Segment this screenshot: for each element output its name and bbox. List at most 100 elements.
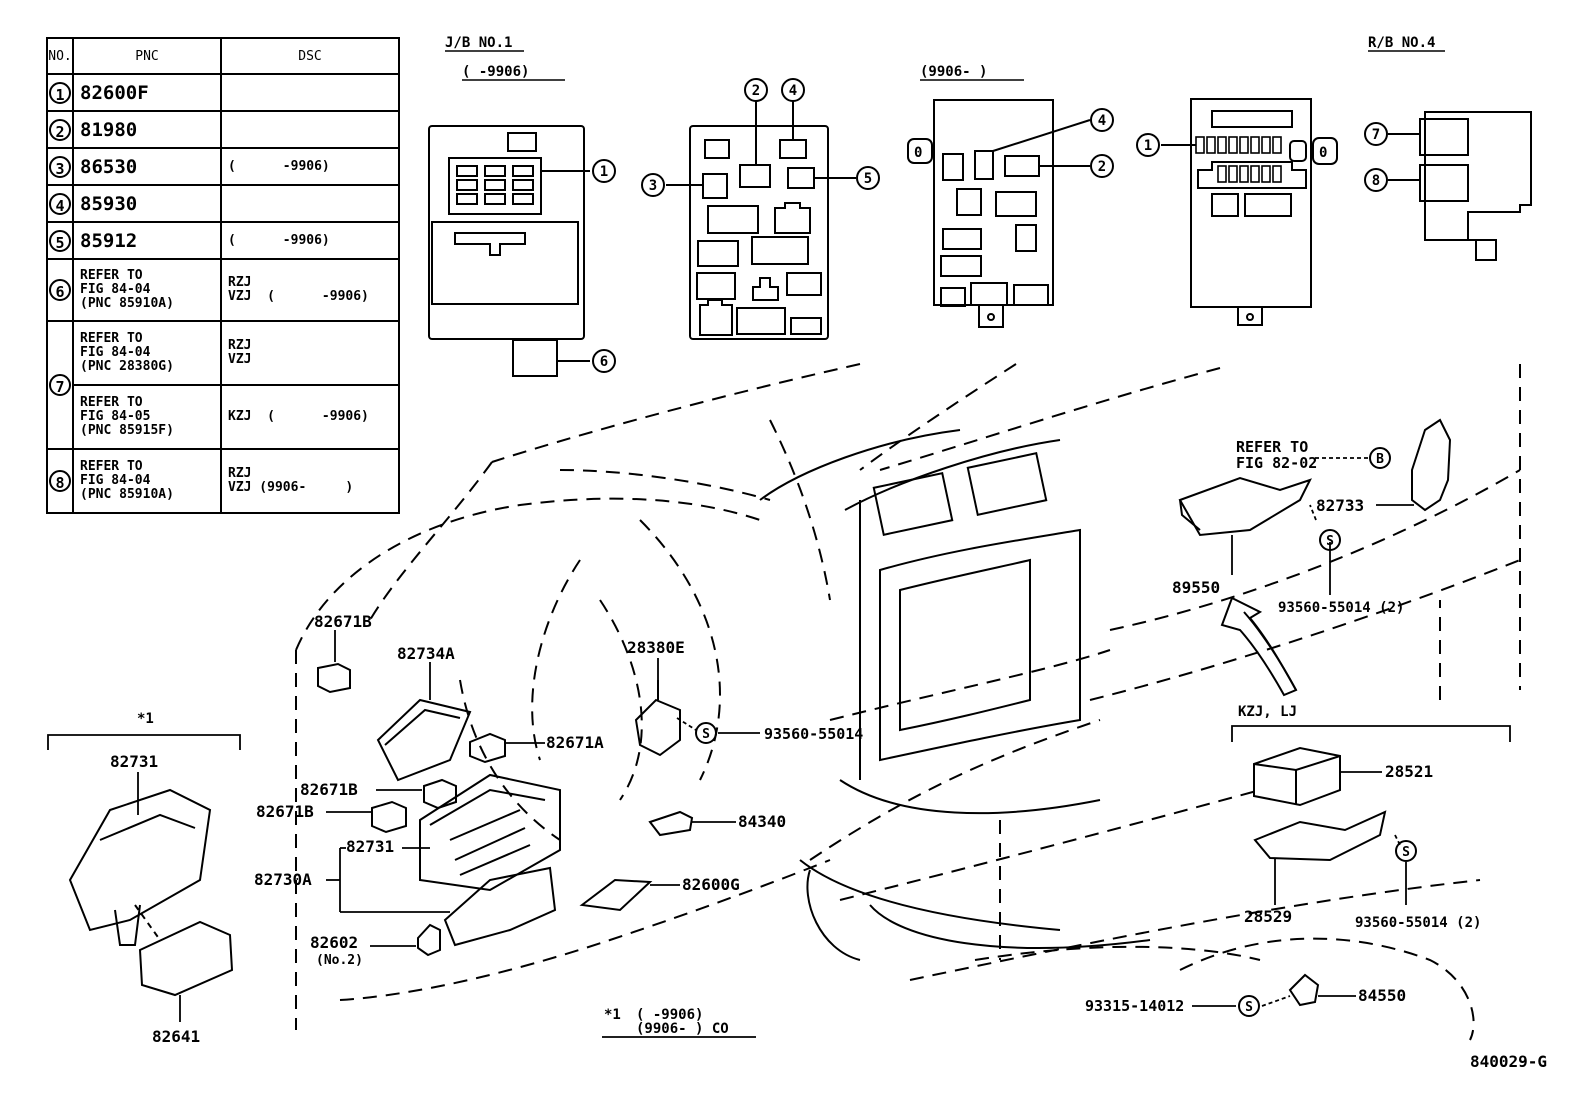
label-28380E: 28380E (627, 638, 685, 657)
label-93560-55014: 93560-55014 (764, 725, 863, 743)
callout-5: 5 (864, 171, 872, 187)
table-row: 3 86530 ( -9906) (46, 147, 400, 186)
label-82671B-mid: 82671B (300, 780, 358, 799)
kzj-lj-heading: KZJ, LJ (1238, 704, 1297, 720)
row-dsc: KZJ ( -9906) (220, 384, 400, 450)
table-row: 5 85912 ( -9906) (46, 221, 400, 260)
table-row: 6 REFER TO FIG 84-04 (PNC 85910A) RZJ VZ… (46, 258, 400, 322)
callout-2-jb1: 2 (752, 83, 760, 99)
table-row: 8 REFER TO FIG 84-04 (PNC 85910A) RZJ VZ… (46, 448, 400, 514)
table-row: 1 82600F (46, 73, 400, 112)
callout-1-rb: 1 (1144, 138, 1152, 154)
row-pnc: REFER TO FIG 84-04 (PNC 28380G) (72, 320, 222, 386)
rb4-heading: R/B NO.4 (1368, 35, 1435, 51)
ref-b-callout: B (1376, 452, 1384, 467)
label-93315-14012: 93315-14012 (1085, 997, 1184, 1015)
callout-6: 6 (600, 354, 608, 370)
row-dsc: RZJ VZJ ( -9906) (220, 258, 400, 322)
center-console-outline (759, 429, 1151, 961)
svg-text:0: 0 (1319, 145, 1327, 161)
row-pnc: REFER TO FIG 84-04 (PNC 85910A) (72, 258, 222, 322)
label-82733: 82733 (1316, 496, 1364, 515)
row-dsc: RZJ VZJ (9906- ) (220, 448, 400, 514)
label-refer-to: REFER TO (1236, 438, 1308, 456)
row-number: 4 (49, 192, 71, 215)
label-84340: 84340 (738, 812, 786, 831)
col-header-no: NO. (46, 37, 74, 75)
relay-block-box-drawing: 0 (1161, 98, 1338, 326)
label-82731: 82731 (346, 837, 394, 856)
row-number: 3 (49, 155, 71, 178)
svg-text:0: 0 (914, 145, 922, 161)
label-82602-sub: (No.2) (316, 953, 363, 968)
row-dsc: ( -9906) (220, 147, 400, 186)
row-number: 5 (49, 229, 71, 252)
footnote-range-b: (9906- ) CO (636, 1021, 729, 1037)
row-pnc: 81980 (72, 110, 222, 149)
screw-callout: S (1245, 1000, 1253, 1015)
row-dsc: ( -9906) (220, 221, 400, 260)
label-89550: 89550 (1172, 578, 1220, 597)
jb1-range: ( -9906) (462, 64, 529, 80)
row-number: 2 (49, 118, 71, 141)
row-number: 7 (49, 374, 71, 396)
footnote-range-a: ( -9906) (636, 1007, 703, 1023)
dashboard-outline (295, 363, 1521, 1041)
leader-lines (137, 457, 1414, 1022)
callout-7: 7 (1372, 127, 1380, 143)
callout-8: 8 (1372, 173, 1380, 189)
junction-block-1-drawing (428, 125, 590, 377)
row-number: 1 (49, 81, 71, 104)
label-82671A: 82671A (546, 733, 604, 752)
jb1-heading: J/B NO.1 (445, 35, 512, 51)
label-82602: 82602 (310, 933, 358, 952)
label-82734A: 82734A (397, 644, 455, 663)
row-pnc: REFER TO FIG 84-04 (PNC 85910A) (72, 448, 222, 514)
footnote-star: *1 (604, 1007, 621, 1023)
label-28529: 28529 (1244, 907, 1292, 926)
table-row: 2 81980 (46, 110, 400, 149)
callout-2-jb2: 2 (1098, 159, 1106, 175)
row-pnc: 86530 (72, 147, 222, 186)
label-82730A: 82730A (254, 870, 312, 889)
table-header-row: NO. PNC DSC (46, 37, 400, 75)
row-dsc (220, 73, 400, 112)
row-dsc (220, 184, 400, 223)
row-dsc: RZJ VZJ (220, 320, 400, 386)
table-row: 4 85930 (46, 184, 400, 223)
parts-table: NO. PNC DSC 1 82600F 2 81980 3 86530 ( -… (46, 37, 400, 514)
parts-line-art (68, 418, 1452, 1007)
label-93560-55014-2a: 93560-55014 (2) (1278, 600, 1404, 616)
junction-block-1-detail-drawing (666, 101, 856, 340)
screw-callout: S (702, 727, 710, 742)
relay-block-4-drawing (1388, 111, 1532, 261)
row-pnc: REFER TO FIG 84-05 (PNC 85915F) (72, 384, 222, 450)
junction-block-2-drawing: 0 (907, 99, 1091, 328)
label-93560-55014-2b: 93560-55014 (2) (1355, 915, 1481, 931)
callout-1-jb1: 1 (600, 164, 608, 180)
table-row: 7 REFER TO FIG 84-04 (PNC 28380G) RZJ VZ… (46, 320, 400, 450)
col-header-pnc: PNC (72, 37, 222, 75)
callout-4-jb2: 4 (1098, 113, 1106, 129)
label-82600G: 82600G (682, 875, 740, 894)
callout-3: 3 (649, 178, 657, 194)
col-header-dsc: DSC (220, 37, 400, 75)
row-dsc (220, 110, 400, 149)
label-fig-82-02: FIG 82-02 (1236, 454, 1317, 472)
label-82671B-top: 82671B (314, 612, 372, 631)
row-number: 6 (49, 279, 71, 301)
label-82671B-left: 82671B (256, 802, 314, 821)
row-pnc: 85930 (72, 184, 222, 223)
figure-id: 840029-G (1470, 1052, 1547, 1071)
table-row: REFER TO FIG 84-05 (PNC 85915F) KZJ ( -9… (47, 384, 400, 450)
star1-heading: *1 (137, 711, 154, 727)
screw-callout: S (1402, 845, 1410, 860)
screw-callout: S (1326, 534, 1334, 549)
row-number: 8 (49, 470, 71, 492)
label-82731-side: 82731 (110, 752, 158, 771)
label-28521: 28521 (1385, 762, 1433, 781)
label-82641: 82641 (152, 1027, 200, 1046)
row-pnc: 82600F (72, 73, 222, 112)
label-84550: 84550 (1358, 986, 1406, 1005)
